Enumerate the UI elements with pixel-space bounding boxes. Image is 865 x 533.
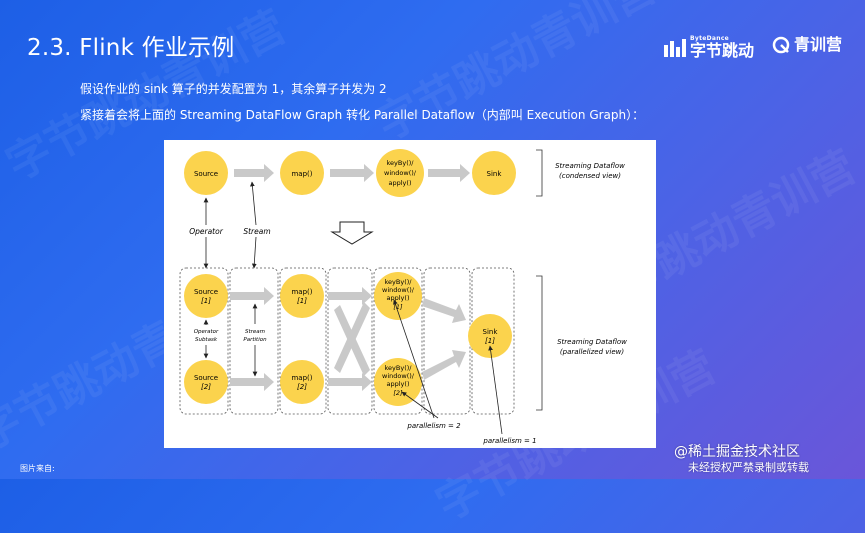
map-1-index: [1] xyxy=(297,297,307,305)
source-subtask-1 xyxy=(184,274,228,318)
map-subtask-2 xyxy=(280,360,324,404)
operator-label: Operator xyxy=(189,227,223,236)
source-1-index: [1] xyxy=(201,297,211,305)
map-label: map() xyxy=(291,170,312,178)
intro-text-1: 假设作业的 sink 算子的并发配置为 1，其余算子并发为 2 xyxy=(80,82,387,96)
source-node xyxy=(184,151,228,195)
page-title: 2.3. Flink 作业示例 xyxy=(27,35,235,61)
sink-label: Sink xyxy=(487,170,503,178)
camp-icon xyxy=(772,36,790,54)
condensed-bracket xyxy=(536,149,543,197)
intro-text-2: 紧接着会将上面的 Streaming DataFlow Graph 转化 Par… xyxy=(80,108,645,122)
source-label: Source xyxy=(194,170,218,178)
map-subtask-1 xyxy=(280,274,324,318)
source-subtask-2 xyxy=(184,360,228,404)
condensed-arrows xyxy=(234,164,470,182)
operator-subtask-label-2: Subtask xyxy=(195,337,218,343)
operator-subtask-label-1: Operator xyxy=(194,329,219,335)
watermark: 字节跳动青训营 xyxy=(368,0,665,151)
parallel-arrows xyxy=(230,287,466,391)
image-source-label: 图片来自: xyxy=(20,464,55,473)
dataflow-diagram: Source map() keyBy()/ window()/ apply() … xyxy=(164,140,656,448)
keyby-subtask-1 xyxy=(374,272,422,320)
stream-label: Stream xyxy=(243,227,270,236)
stream-partition-label-2: Partition xyxy=(243,337,267,343)
site-watermark: @稀土掘金技术社区 xyxy=(674,444,800,460)
map-1-label: map() xyxy=(291,288,312,296)
keyby-2-label-3: apply() xyxy=(387,380,410,388)
map-node xyxy=(280,151,324,195)
sink-node xyxy=(472,151,516,195)
keyby-2-label-2: window()/ xyxy=(382,372,415,380)
parallel-desc-2: (parallelized view) xyxy=(560,348,624,356)
camp-logo: 青训营 xyxy=(772,36,842,54)
transform-arrow-icon xyxy=(330,221,374,245)
keyby-node xyxy=(376,149,424,197)
camp-label: 青训营 xyxy=(794,35,843,54)
condensed-desc-1: Streaming Dataflow xyxy=(555,162,625,170)
keyby-label-1: keyBy()/ xyxy=(387,159,415,167)
parallelism-1-label: parallelism = 1 xyxy=(482,437,536,445)
keyby-2-label-1: keyBy()/ xyxy=(385,364,413,372)
keyby-1-index: [1] xyxy=(393,303,403,311)
map-2-index: [2] xyxy=(297,383,307,391)
copyright-notice: 未经授权严禁录制或转载 xyxy=(688,461,809,474)
keyby-subtask-2 xyxy=(374,358,422,406)
map-2-label: map() xyxy=(291,374,312,382)
keyby-1-label-1: keyBy()/ xyxy=(385,278,413,286)
sink-1-index: [1] xyxy=(485,337,495,345)
bytedance-bars-icon xyxy=(664,39,686,57)
keyby-1-label-3: apply() xyxy=(387,294,410,302)
keyby-label-2: window()/ xyxy=(384,169,417,177)
condensed-desc-2: (condensed view) xyxy=(559,172,621,180)
bytedance-logo: ByteDance 字节跳动 xyxy=(664,36,754,60)
bytedance-label: 字节跳动 xyxy=(690,41,755,60)
source-1-label: Source xyxy=(194,288,218,296)
bytedance-sub-label: ByteDance xyxy=(690,35,730,42)
source-2-index: [2] xyxy=(201,383,211,391)
stream-partition-label-1: Stream xyxy=(245,329,265,335)
keyby-1-label-2: window()/ xyxy=(382,286,415,294)
keyby-2-index: [2] xyxy=(393,389,403,397)
parallel-desc-1: Streaming Dataflow xyxy=(557,338,627,346)
sink-subtask-1 xyxy=(468,314,512,358)
source-2-label: Source xyxy=(194,374,218,382)
parallel-bracket xyxy=(536,275,543,411)
sink-1-label: Sink xyxy=(483,328,499,336)
parallelism-2-label: parallelism = 2 xyxy=(406,422,461,430)
keyby-label-3: apply() xyxy=(389,179,412,187)
